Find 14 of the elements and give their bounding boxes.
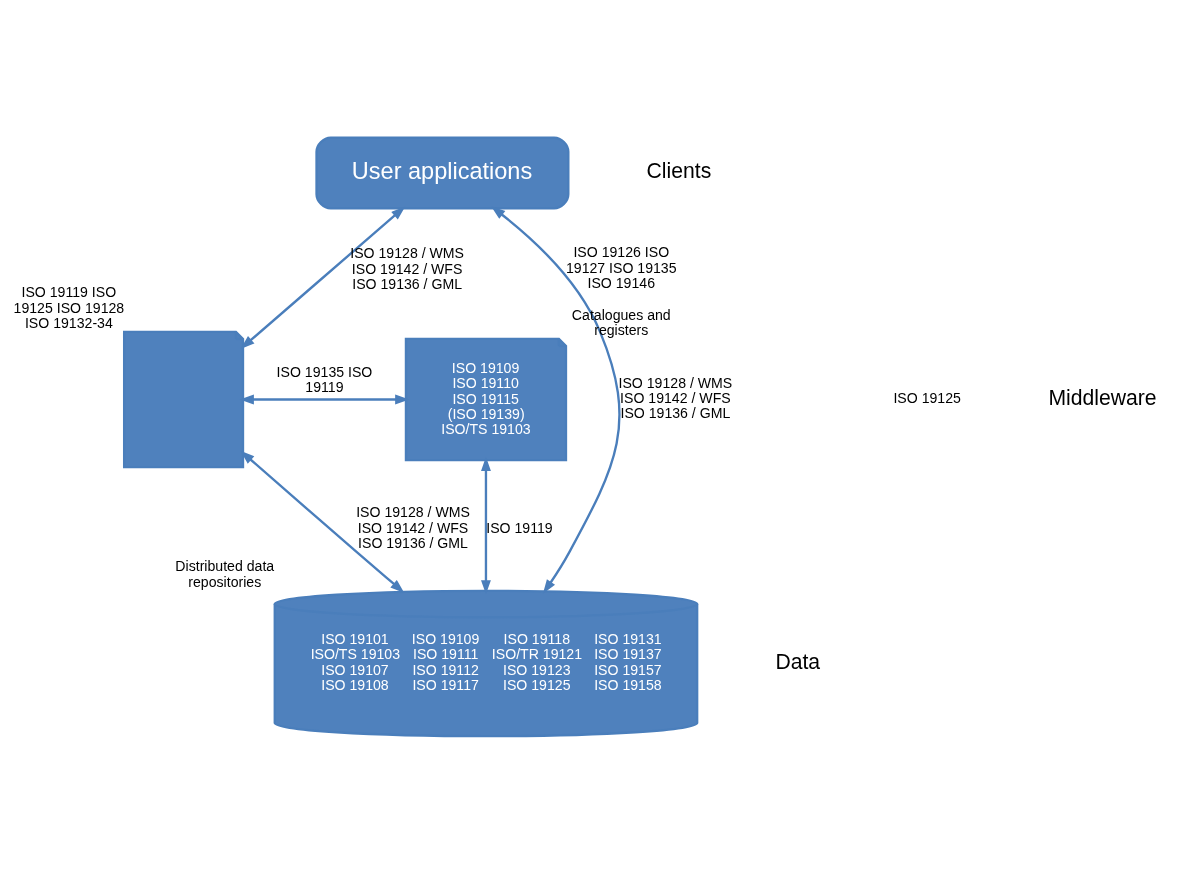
edge-label: ISO 19119 xyxy=(486,519,553,536)
label: ISO 19125 xyxy=(893,390,961,407)
edge-label: ISO 19135 ISO 19119 xyxy=(276,363,373,395)
node-box: User applications xyxy=(315,136,570,210)
label: Data xyxy=(775,649,821,673)
label: Middleware xyxy=(1048,385,1157,409)
node-label: ISO 19119 ISO 19125 ISO 19128 ISO 19132-34 xyxy=(13,284,125,331)
edge-label: ISO 19128 / WMS ISO 19142 / WFS ISO 19136 / GML xyxy=(618,374,733,422)
node-label: ISO 19126 ISO 19127 ISO 19135 ISO 19146 xyxy=(565,244,677,291)
node-label: Distributed data repositories xyxy=(175,558,275,590)
edge-label: ISO 19128 / WMS ISO 19142 / WFS ISO 19136 / GML xyxy=(350,245,464,293)
edge-label: ISO 19128 / WMS ISO 19142 / WFS ISO 19136 / GML xyxy=(356,504,470,551)
label: Clients xyxy=(646,159,712,183)
arrow xyxy=(491,206,621,594)
